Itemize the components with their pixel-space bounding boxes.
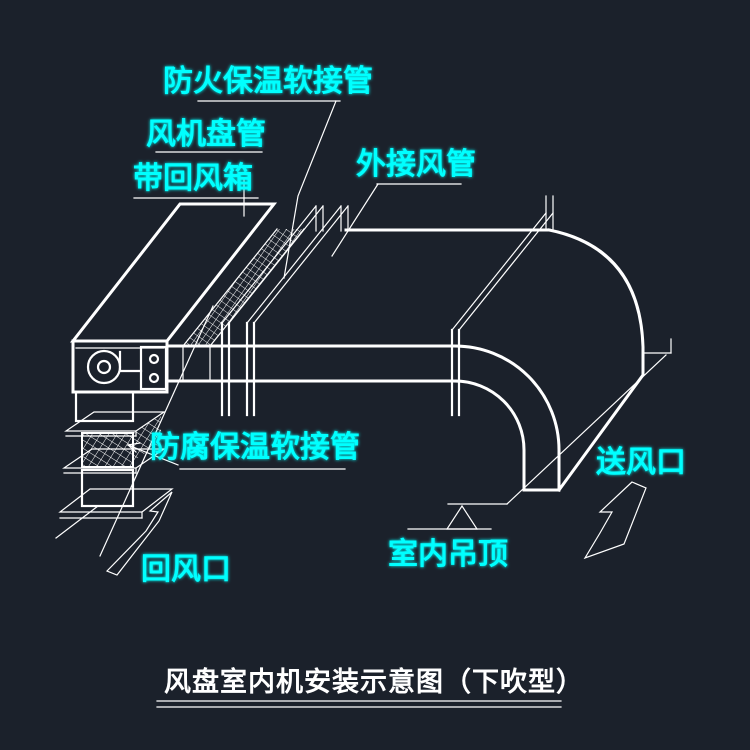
flange-plate — [62, 448, 166, 474]
return-air-box-assembly — [58, 390, 174, 519]
return-airflow-arrow-icon — [105, 491, 173, 576]
label-fireproof-flex-connector: 防火保温软接管 — [163, 64, 373, 99]
drawing-title: 风盘室内机安装示意图（下吹型） — [164, 666, 584, 698]
duct-elbow — [453, 228, 645, 493]
leader-anticorrosion — [127, 444, 179, 466]
leader-external-duct — [331, 183, 379, 257]
return-box-lower-section — [80, 468, 135, 508]
label-return-air-inlet: 回风口 — [141, 552, 231, 587]
return-grille-plate — [58, 488, 174, 519]
bolt-icon — [148, 353, 160, 365]
elbow-outer-back-arc — [547, 228, 645, 493]
ceiling-edge-right-diagonal — [506, 354, 667, 505]
label-fan-coil-line2: 带回风箱 — [133, 161, 253, 196]
leader-lines — [127, 100, 462, 470]
ceiling-edge-left — [99, 305, 214, 557]
label-indoor-ceiling: 室内吊顶 — [388, 537, 508, 572]
elbow-outer-front-arc — [453, 344, 561, 492]
drawing-title-block: 风盘室内机安装示意图（下吹型） — [156, 666, 584, 708]
ceiling-edge-left-short — [55, 505, 99, 539]
duct-flange — [450, 195, 554, 417]
duct-flanges — [220, 195, 554, 417]
label-supply-air-outlet: 送风口 — [596, 445, 686, 480]
leader-arrowhead-icon — [127, 442, 141, 453]
duct-flange — [245, 205, 349, 417]
fan-scroll-icon — [86, 349, 143, 385]
duct-flange — [220, 205, 324, 417]
label-fan-coil-line1: 风机盘管 — [146, 117, 266, 152]
main-duct — [168, 228, 551, 383]
indoor-ceiling-lines — [55, 305, 672, 557]
label-external-duct: 外接风管 — [356, 147, 476, 182]
elbow-inner-front-arc — [453, 379, 526, 492]
fan-coil-side-panel — [139, 345, 168, 391]
return-box-upper-section — [74, 390, 135, 423]
bolt-icon — [148, 372, 160, 384]
supply-airflow-arrow-icon — [583, 481, 647, 560]
label-anticorrosion-flex-connector: 防腐保温软接管 — [150, 430, 360, 465]
leader-fireproof — [283, 100, 337, 279]
